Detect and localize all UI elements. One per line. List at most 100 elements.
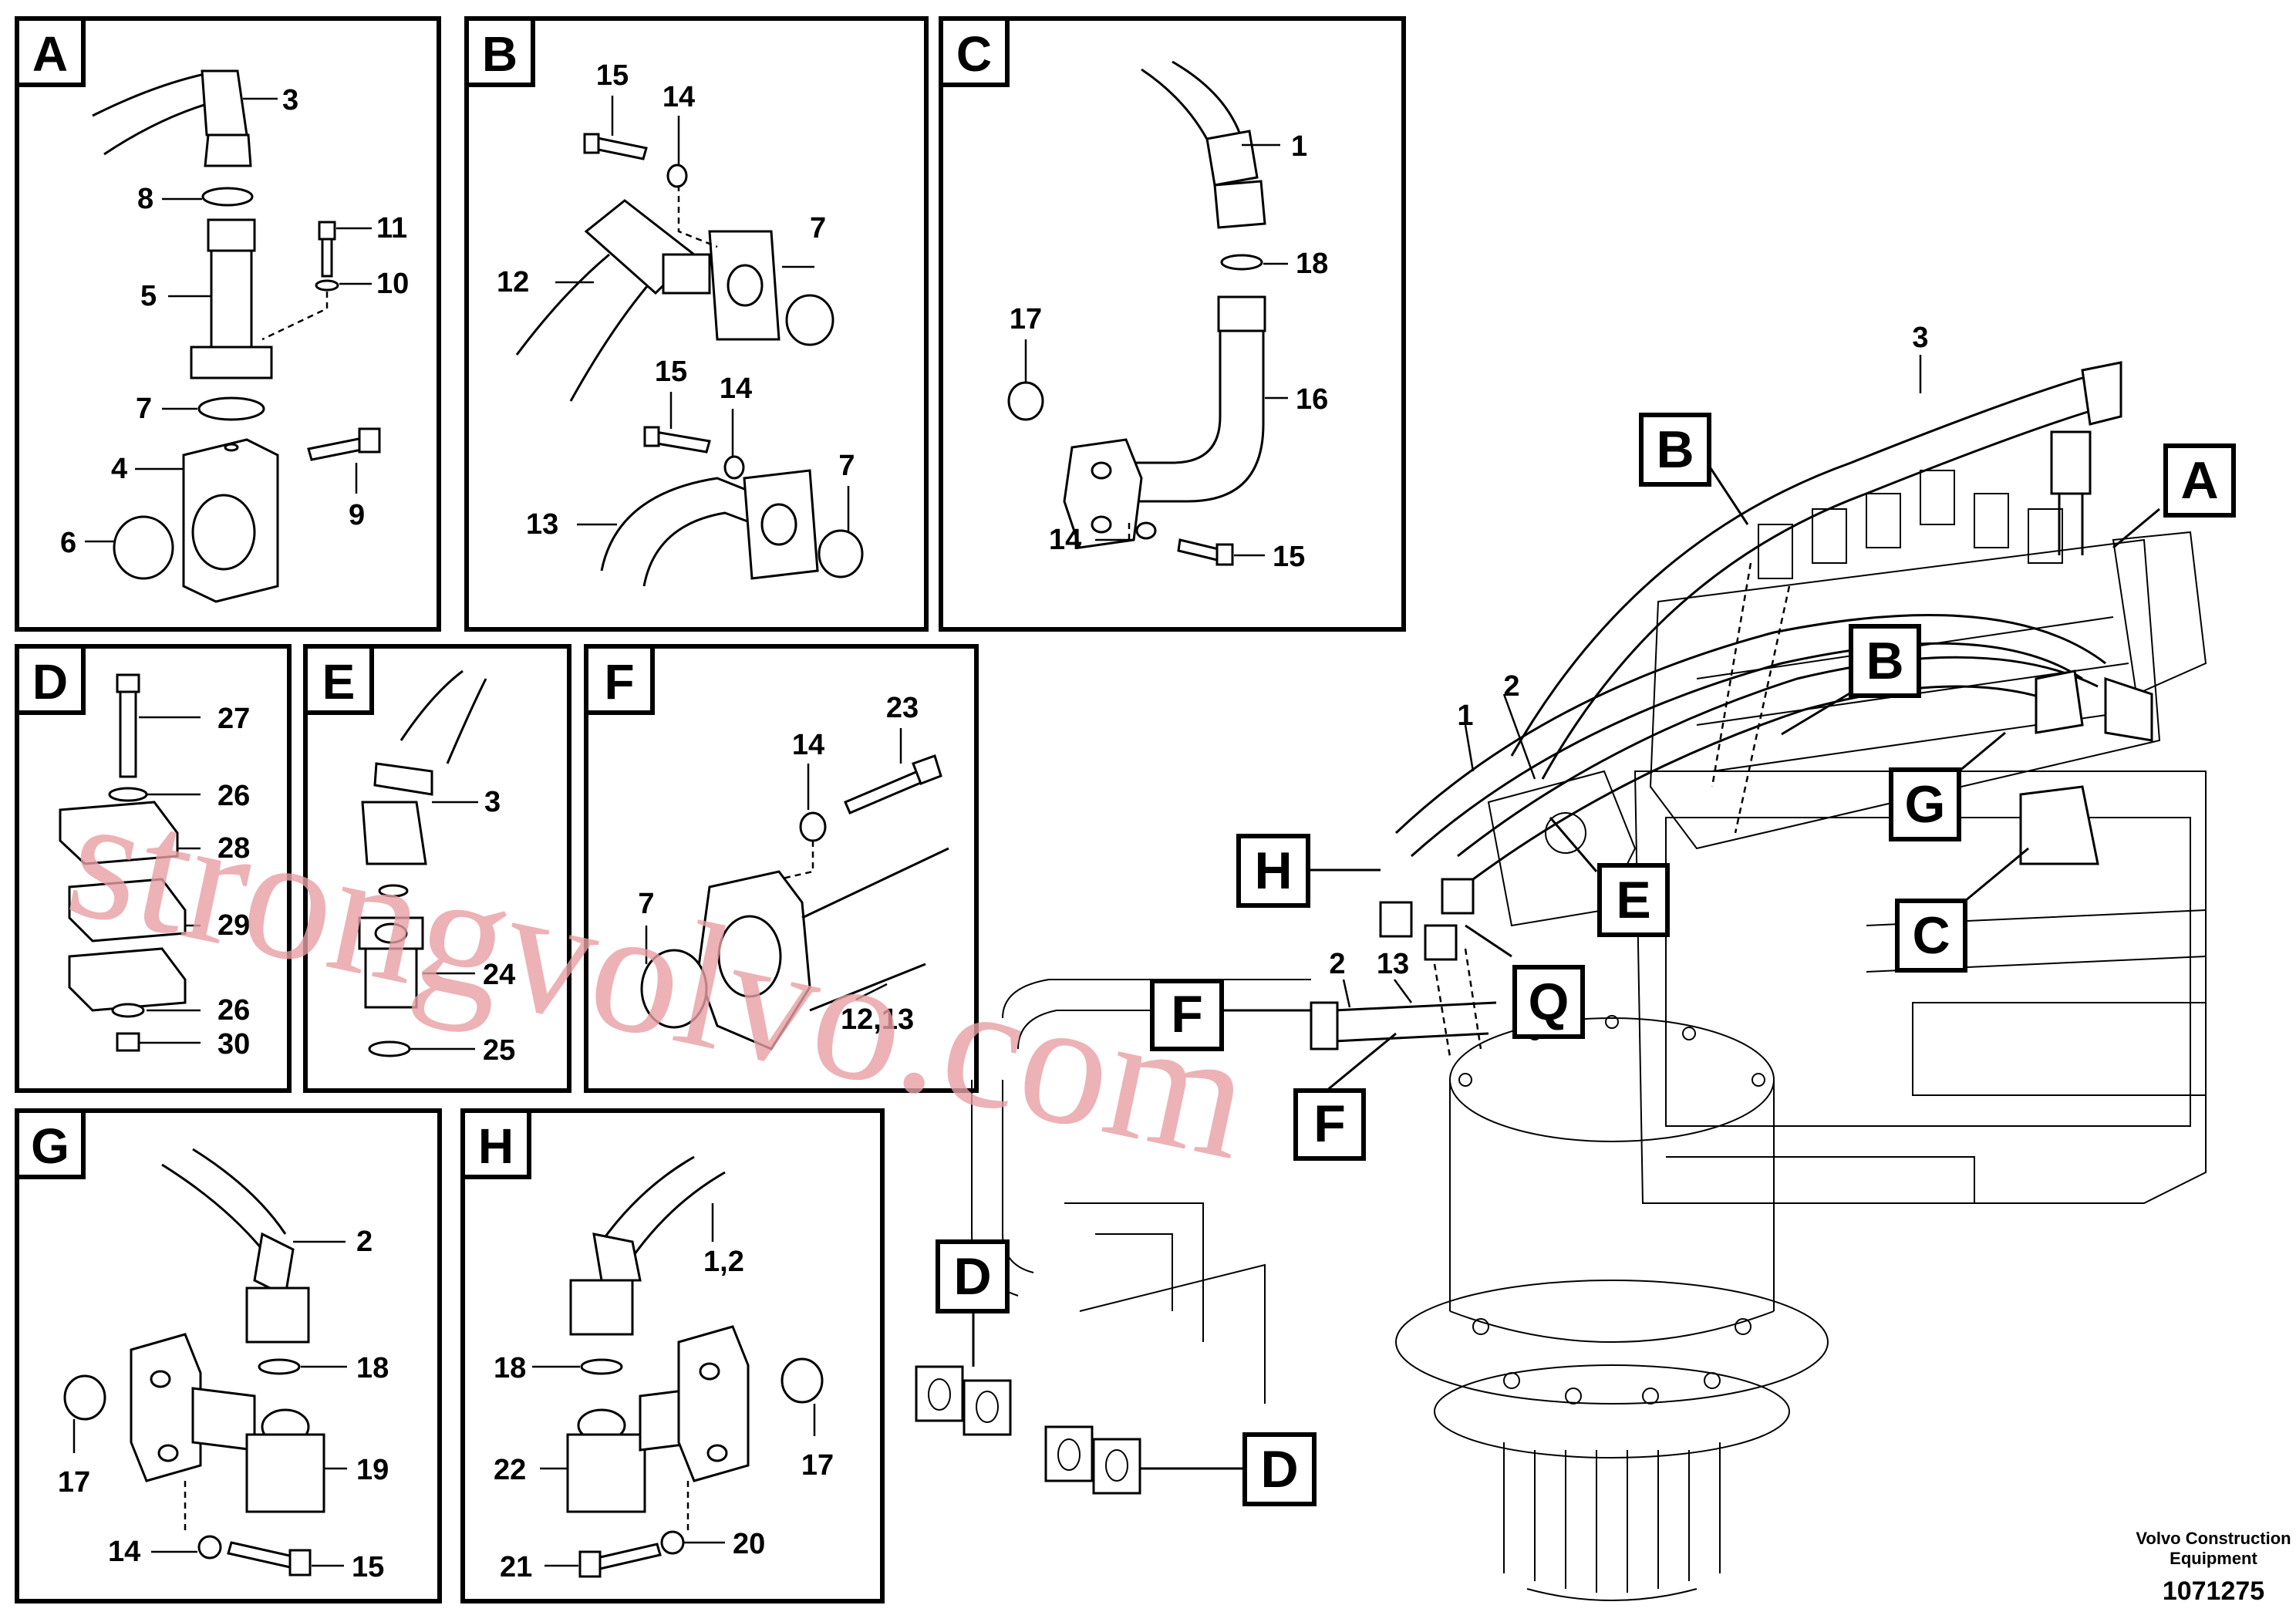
view-callout-b-lower: [1849, 624, 1921, 698]
callout-a-11: 11: [376, 212, 407, 244]
valve-spools: [1758, 470, 2063, 579]
panel-tag-e: [303, 644, 374, 715]
callout-h-17: 17: [801, 1449, 834, 1482]
callout-g-17: 17: [58, 1466, 90, 1499]
view-callout-f-lower: [1293, 1088, 1366, 1161]
callout-c-17: 17: [1010, 303, 1042, 336]
panel-tag-c: [939, 16, 1010, 87]
view-callout-b-lower-text: B: [1866, 632, 1903, 690]
view-callout-d-upper-text: D: [953, 1247, 991, 1306]
view-callout-f-upper-text: F: [1171, 985, 1203, 1044]
view-callout-a: [2163, 443, 2236, 518]
view-callout-d-lower: [1242, 1432, 1317, 1506]
callout-g-15: 15: [352, 1551, 384, 1583]
callout-c-1: 1: [1291, 130, 1307, 163]
view-callout-q: [1512, 965, 1585, 1039]
view-callout-q-text: Q: [1529, 973, 1569, 1031]
callout-a-3: 3: [282, 84, 298, 116]
main-label-1: 1: [1457, 700, 1473, 732]
d-flanges: [915, 1365, 1141, 1495]
panel-tag-h-text: H: [478, 1118, 514, 1174]
callout-h-20: 20: [733, 1528, 765, 1560]
main-assembly: 3 2 1 2 13 B A B G E H Q C F: [915, 322, 2236, 1601]
callout-b-14b: 14: [720, 373, 752, 405]
callout-e-24: 24: [483, 959, 515, 991]
callout-g-14: 14: [108, 1536, 140, 1568]
panel-tag-a: [15, 16, 86, 87]
callout-a-7: 7: [136, 393, 152, 425]
callout-g-2: 2: [356, 1226, 373, 1258]
view-callout-g-text: G: [1905, 775, 1946, 834]
view-callout-f-upper: [1150, 979, 1224, 1051]
panel-tag-d: [15, 644, 86, 715]
callout-d-26b: 26: [217, 994, 250, 1027]
main-hoses: [1394, 361, 2153, 1057]
callout-d-29: 29: [217, 909, 250, 942]
detail-panel-b: B 15 14 7 12 15: [464, 16, 929, 632]
callout-f-12-13: 12,13: [841, 1003, 914, 1036]
callout-c-18: 18: [1296, 248, 1328, 280]
view-callout-g: [1889, 767, 1961, 841]
callout-e-3: 3: [484, 786, 501, 818]
main-label-13: 13: [1377, 948, 1409, 980]
callout-c-15: 15: [1273, 541, 1305, 573]
panel-tag-f-text: F: [604, 654, 634, 710]
callout-h-1-2: 1,2: [703, 1246, 744, 1278]
callout-g-18: 18: [356, 1352, 389, 1384]
callout-a-4: 4: [111, 453, 127, 485]
panel-tag-g: [15, 1108, 86, 1179]
callout-h-18: 18: [494, 1352, 526, 1384]
callout-c-14: 14: [1049, 524, 1081, 556]
callout-d-26a: 26: [217, 780, 250, 812]
view-callout-d-lower-text: D: [1260, 1440, 1298, 1499]
view-callout-c-text: C: [1912, 906, 1950, 965]
view-callout-b-upper-text: B: [1656, 420, 1694, 479]
callout-f-14: 14: [792, 729, 824, 761]
callout-b-15b: 15: [655, 356, 687, 388]
view-callout-b-upper: [1639, 413, 1711, 487]
callout-g-19: 19: [356, 1454, 389, 1486]
view-callout-a-text: A: [2180, 451, 2218, 510]
callout-f-23: 23: [886, 692, 919, 724]
panel-tag-e-text: E: [322, 654, 356, 710]
view-callout-e-text: E: [1616, 871, 1650, 929]
detail-panel-e: E 3 24 25: [303, 644, 571, 1093]
callout-b-15a: 15: [596, 59, 629, 92]
callout-c-16: 16: [1296, 383, 1328, 416]
panel-tag-b-text: B: [482, 26, 518, 82]
panel-tag-a-text: A: [32, 26, 68, 82]
detail-panel-f: F 23 14 7 12,13: [584, 644, 979, 1093]
callout-b-7a: 7: [810, 212, 826, 244]
motor-bolts: [1458, 1015, 1765, 1404]
view-callout-e: [1597, 863, 1670, 937]
panel-tag-f: [584, 644, 655, 715]
callout-a-5: 5: [140, 280, 157, 312]
callout-b-12: 12: [497, 266, 529, 298]
view-callout-d-upper: [936, 1239, 1010, 1313]
panel-tag-h: [460, 1108, 531, 1179]
panel-tag-d-text: D: [32, 654, 68, 710]
main-label-3: 3: [1912, 322, 1928, 354]
panel-tag-c-text: C: [956, 26, 992, 82]
callout-f-7: 7: [638, 888, 654, 920]
callout-b-13: 13: [526, 508, 558, 541]
callout-d-30: 30: [217, 1028, 250, 1061]
main-label-2b: 2: [1329, 948, 1345, 980]
main-label-2: 2: [1503, 670, 1519, 703]
footer: Volvo Construction Equipment 1071275: [2136, 1529, 2291, 1606]
detail-panel-d: D 27 26 28 29 26 30: [15, 644, 292, 1093]
panel-tag-g-text: G: [31, 1118, 69, 1174]
callout-e-25: 25: [483, 1034, 515, 1067]
callout-h-22: 22: [494, 1454, 526, 1486]
callout-b-14a: 14: [663, 81, 695, 113]
view-callout-c: [1895, 899, 1967, 973]
callout-a-6: 6: [60, 527, 76, 559]
callout-d-28: 28: [217, 832, 250, 865]
view-callout-h: [1236, 834, 1310, 908]
callout-a-9: 9: [349, 499, 365, 531]
view-callout-h-text: H: [1254, 841, 1292, 900]
callout-a-10: 10: [376, 268, 409, 300]
callout-b-7b: 7: [838, 450, 855, 482]
footer-company-line2: Equipment: [2170, 1549, 2257, 1568]
